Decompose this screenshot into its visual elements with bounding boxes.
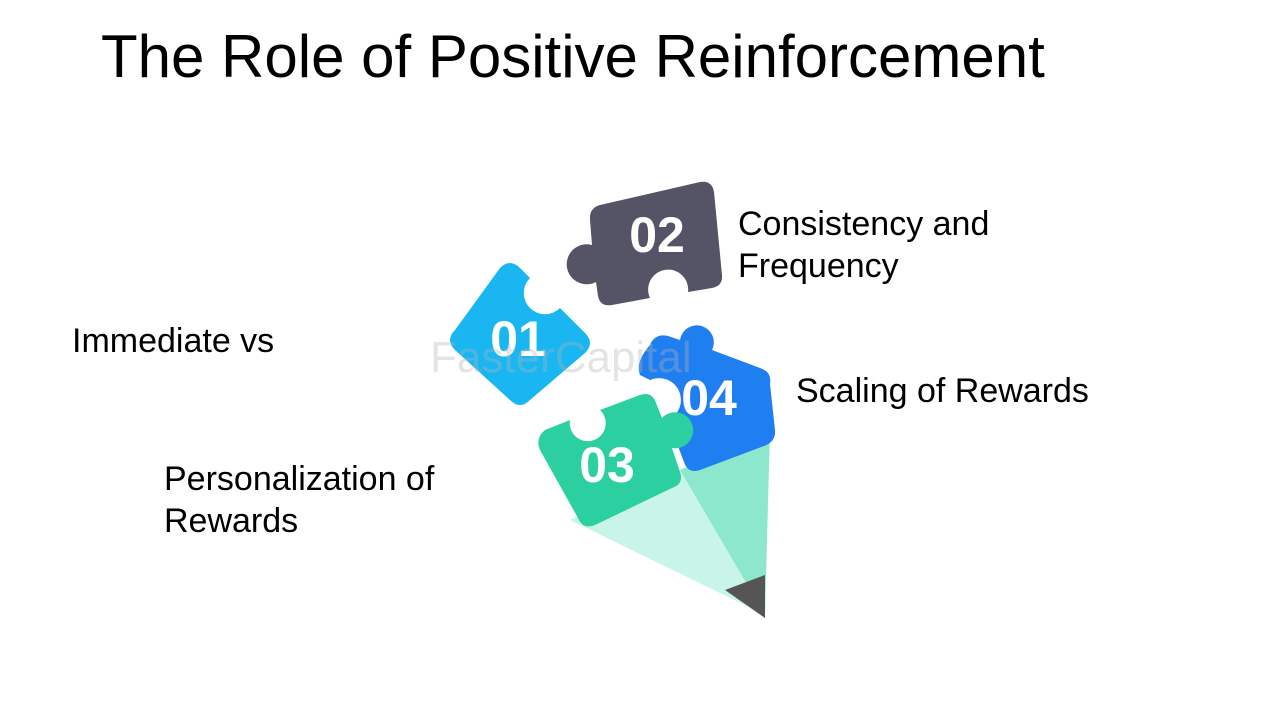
item-02-label: Consistency and Frequency [738, 203, 989, 287]
piece-02-shape [566, 181, 723, 306]
beam-right [680, 430, 770, 615]
puzzle-piece-01: 01 [450, 263, 590, 405]
item-03-label: Personalization of Rewards [164, 458, 434, 542]
item-02-label-line-2: Frequency [738, 247, 899, 285]
pencil-tip [725, 575, 765, 618]
piece-04-shape [638, 325, 776, 471]
item-04-label: Scaling of Rewards [796, 370, 1089, 412]
item-01-label-text: Immediate vs [72, 322, 275, 360]
piece-01-number: 01 [490, 311, 546, 367]
item-03-label-line-1: Personalization of [164, 460, 435, 498]
piece-03-shape [538, 394, 694, 527]
piece-01-shape [450, 263, 590, 405]
piece-02-number: 02 [629, 207, 685, 263]
item-01-label: Immediate vs [72, 320, 274, 362]
piece-04-number: 04 [681, 370, 737, 426]
watermark-text: FasterCapital [430, 333, 692, 382]
item-03-label-line-2: Rewards [164, 502, 299, 540]
puzzle-piece-04: 04 [638, 325, 776, 471]
page-title: The Role of Positive Reinforcement [101, 23, 1045, 90]
piece-03-number: 03 [579, 437, 635, 493]
puzzle-piece-02: 02 [566, 181, 723, 306]
item-02-label-line-1: Consistency and [738, 205, 990, 243]
puzzle-piece-03: 03 [538, 394, 694, 527]
item-04-label-text: Scaling of Rewards [796, 372, 1089, 410]
